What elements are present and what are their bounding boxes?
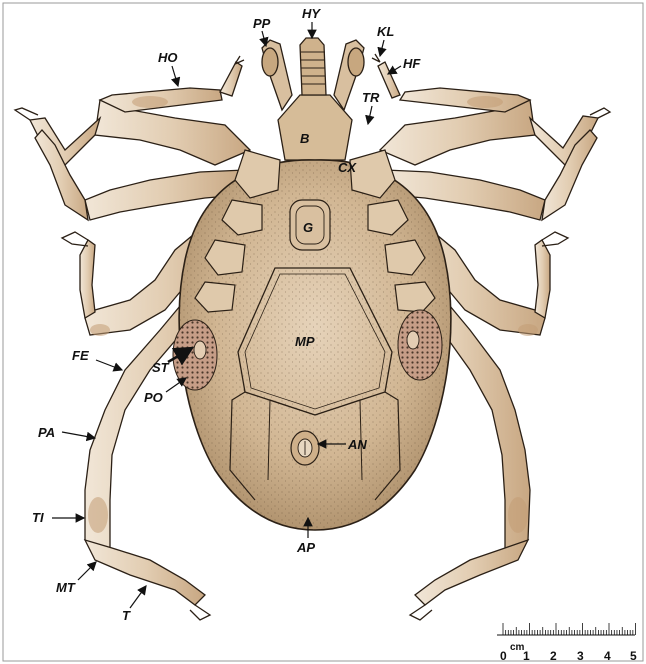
label-kl: KL bbox=[377, 24, 394, 39]
ruler-number-2: 2 bbox=[550, 649, 557, 663]
label-mp: MP bbox=[295, 334, 315, 349]
ruler-number-3: 3 bbox=[577, 649, 584, 663]
label-ti: TI bbox=[32, 510, 44, 525]
label-po: PO bbox=[144, 390, 163, 405]
label-an: AN bbox=[347, 437, 367, 452]
ruler-number-5: 5 bbox=[630, 649, 637, 663]
label-pp: PP bbox=[253, 16, 271, 31]
label-tr: TR bbox=[362, 90, 380, 105]
label-fe: FE bbox=[72, 348, 89, 363]
label-ap: AP bbox=[296, 540, 315, 555]
label-hf: HF bbox=[403, 56, 421, 71]
label-b: B bbox=[300, 131, 309, 146]
ruler-number-0: 0 bbox=[500, 649, 507, 663]
ruler-number-4: 4 bbox=[604, 649, 611, 663]
hypostome bbox=[300, 38, 326, 95]
label-mt: MT bbox=[56, 580, 76, 595]
label-g: G bbox=[303, 220, 313, 235]
label-st: ST bbox=[152, 360, 170, 375]
label-cx: CX bbox=[338, 160, 357, 175]
label-ho: HO bbox=[158, 50, 178, 65]
label-pa: PA bbox=[38, 425, 55, 440]
ruler-number-1: 1 bbox=[523, 649, 530, 663]
label-hy: HY bbox=[302, 6, 321, 21]
label-t: T bbox=[122, 608, 131, 623]
